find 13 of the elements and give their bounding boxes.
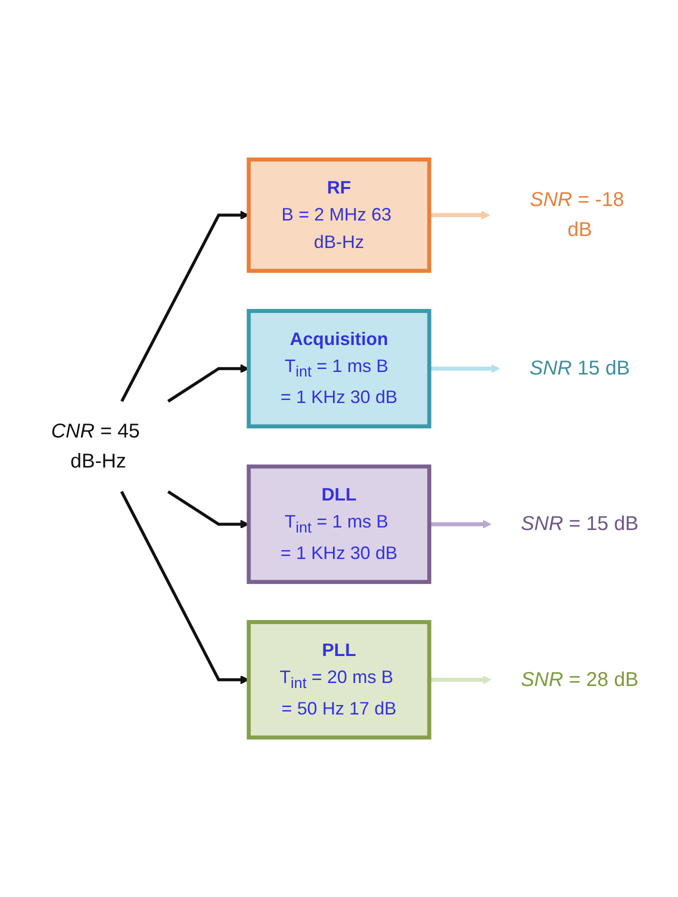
node-text: SNR = -18 dB — [530, 189, 624, 242]
node-box: RF B = 2 MHz 63 dB-Hz — [246, 158, 432, 273]
arrow — [429, 210, 490, 220]
node-text: CNR = 45 dB-Hz — [51, 420, 140, 473]
node-box: DLL T$_{int}$ = 1 ms B = 1 KHz 30 dB — [246, 464, 432, 584]
node-text: SNR 15 dB — [530, 358, 630, 380]
node-box: Acquisition T$_{int}$ = 1 ms B = 1 KHz 30 dB — [246, 308, 432, 428]
arrow — [429, 364, 500, 374]
node-text: SNR = 28 dB — [520, 668, 639, 691]
node-box: PLL T$_{int}$ = 20 ms B = 50 Hz 17 dB — [246, 620, 432, 740]
arrow — [429, 675, 492, 684]
arrow — [429, 520, 492, 529]
node-text: SNR = 15 dB — [520, 513, 639, 536]
